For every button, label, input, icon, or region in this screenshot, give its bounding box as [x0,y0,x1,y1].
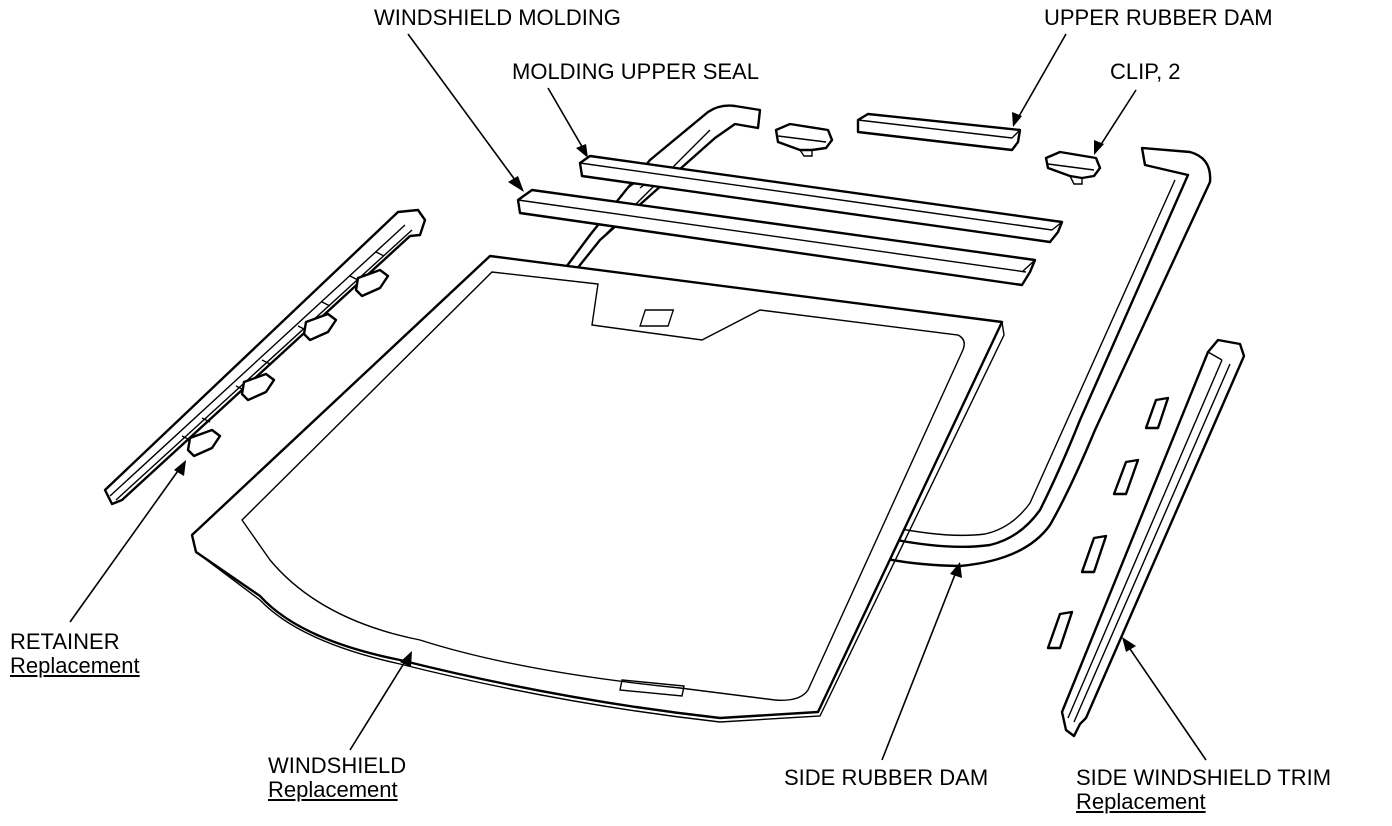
leader-windshield [349,659,407,751]
arrowhead-windshield [400,651,412,667]
leader-lines [69,33,1207,761]
label-side-rubber-dam: SIDE RUBBER DAM [784,765,989,790]
label-windshield-molding: WINDSHIELD MOLDING [374,5,621,30]
upper-rubber-dam-part [856,112,1022,152]
label-windshield: WINDSHIELD Replacement [268,754,406,802]
molding-upper-seal-part [578,154,1064,244]
windshield-replacement-note: Replacement [268,777,398,802]
retainer-name: RETAINER [10,629,120,654]
label-clip: CLIP, 2 [1110,59,1181,84]
windshield-glass [190,254,1005,723]
side-windshield-trim-name: SIDE WINDSHIELD TRIM [1076,765,1332,790]
arrowhead-windshield-molding [508,176,524,192]
label-retainer: RETAINER Replacement [10,630,140,678]
leader-upper-rubber-dam [1017,33,1067,119]
windshield-name: WINDSHIELD [268,753,407,778]
clip-part-1 [774,122,834,157]
leader-retainer [69,467,181,623]
arrowhead-retainer [174,460,186,476]
side-windshield-trim-replacement-note: Replacement [1076,789,1206,814]
arrowhead-upper-rubber-dam [1012,112,1022,127]
arrowhead-clip [1094,140,1104,155]
clip-part-2 [1044,150,1102,185]
leader-clip [1099,89,1137,147]
label-side-windshield-trim: SIDE WINDSHIELD TRIM Replacement [1076,766,1331,814]
leader-molding-upper-seal [547,87,585,151]
leader-side-rubber-dam [881,571,957,761]
arrowhead-side-windshield-trim [1122,637,1136,652]
arrowhead-side-rubber-dam [950,562,962,578]
side-windshield-trim-part [1046,338,1246,738]
leader-side-windshield-trim [1127,645,1207,761]
leader-windshield-molding [407,33,519,185]
label-upper-rubber-dam: UPPER RUBBER DAM [1044,5,1273,30]
retainer-part [103,208,427,506]
retainer-replacement-note: Replacement [10,653,140,678]
label-molding-upper-seal: MOLDING UPPER SEAL [512,59,759,84]
arrowhead-molding-upper-seal [576,144,588,158]
windshield-molding-part [516,188,1037,287]
